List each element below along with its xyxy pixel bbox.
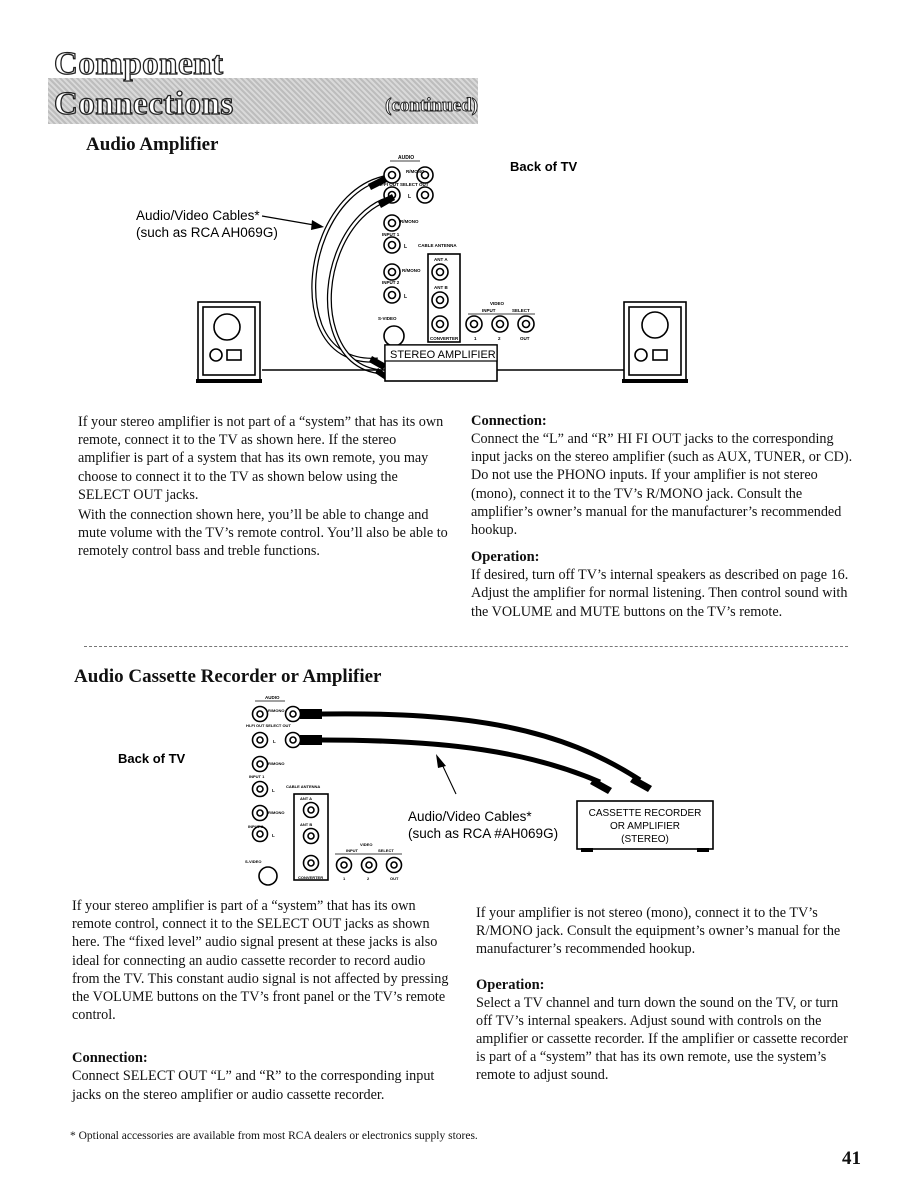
back-of-tv-label: Back of TV [510,159,578,174]
svg-text:R/MONO: R/MONO [402,268,421,273]
cassette-recorder-box [576,800,714,850]
svg-text:INPUT 2: INPUT 2 [382,280,400,285]
footnote: * Optional accessories are available fro… [70,1130,478,1142]
svg-text:L: L [272,788,275,793]
cassette-mono-text: If your amplifier is not stereo (mono), … [476,905,841,958]
svg-text:S-VIDEO: S-VIDEO [245,859,261,864]
page-number: 41 [842,1148,861,1169]
cassette-operation-heading: Operation: [476,976,545,993]
svg-text:R/MONO: R/MONO [268,761,284,766]
svg-text:INPUT 1: INPUT 1 [382,232,400,237]
svg-text:CASSETTE RECORDER: CASSETTE RECORDER [589,808,702,819]
cables-label-2-line2: (such as RCA #AH069G) [408,826,558,841]
svg-text:INPUT 2: INPUT 2 [248,824,264,829]
banner-subtitle: (continued) [385,95,479,117]
section-title-cassette-recorder: Audio Cassette Recorder or Amplifier [74,666,382,687]
svg-text:AUDIO: AUDIO [265,695,280,700]
svg-text:L: L [273,739,276,744]
cables-label-line1: Audio/Video Cables* [136,208,260,223]
cassette-intro-text: If your stereo amplifier is part of a “s… [72,898,449,1024]
section-title-audio-amplifier: Audio Amplifier [86,134,219,155]
svg-text:VIDEO: VIDEO [490,301,505,306]
svg-text:CONVERTER: CONVERTER [298,875,323,880]
left-speaker [197,301,261,381]
svg-text:L: L [404,294,407,300]
back-of-tv-label-2: Back of TV [118,751,186,766]
amplifier-left-text: If your stereo amplifier is not part of … [78,414,448,560]
svg-text:SELECT: SELECT [378,848,394,853]
amplifier-right-text: Connection: Connect the “L” and “R” HI F… [471,413,863,621]
svg-text:1: 1 [474,336,477,341]
svg-text:ANT B: ANT B [300,822,312,827]
svg-text:R/MONO: R/MONO [268,708,284,713]
svg-text:HI-FI OUT SELECT OUT: HI-FI OUT SELECT OUT [378,182,429,187]
svg-text:INPUT: INPUT [482,308,496,313]
svg-text:L: L [404,244,407,250]
svg-text:S-VIDEO: S-VIDEO [378,316,397,321]
svg-text:L: L [408,194,411,200]
svg-text:R/MONO: R/MONO [406,169,425,174]
operation-heading: Operation: [471,549,540,566]
connection-heading: Connection: [471,413,547,429]
svg-text:(STEREO): (STEREO) [621,834,669,845]
svg-text:1: 1 [343,876,346,881]
svg-text:R/MONO: R/MONO [268,810,284,815]
svg-text:R/MONO: R/MONO [400,219,419,224]
cassette-connection-heading: Connection: [72,1050,148,1067]
section-divider [84,646,848,647]
svg-text:CABLE ANTENNA: CABLE ANTENNA [418,243,457,248]
cables-label-2-line1: Audio/Video Cables* [408,809,532,824]
connection-text: Connect the “L” and “R” HI FI OUT jacks … [471,431,853,539]
svg-text:OUT: OUT [390,876,399,881]
svg-text:2: 2 [498,336,501,341]
svg-text:OR AMPLIFIER: OR AMPLIFIER [610,821,680,832]
svg-text:CONVERTER: CONVERTER [430,336,459,341]
svg-text:HI-FI OUT SELECT OUT: HI-FI OUT SELECT OUT [246,723,291,728]
svg-text:L: L [272,833,275,838]
cassette-right-text: If your amplifier is not stereo (mono), … [476,904,856,1085]
stereo-amplifier-label: STEREO AMPLIFIER [390,349,496,361]
svg-text:VIDEO: VIDEO [360,842,372,847]
svg-text:INPUT: INPUT [346,848,359,853]
svg-text:INPUT 1: INPUT 1 [249,774,265,779]
cassette-connection-text: Connect SELECT OUT “L” and “R” to the co… [72,1068,435,1103]
cassette-left-text: If your stereo amplifier is part of a “s… [72,897,456,1104]
cassette-diagram: Back of TV AUDIO R/MONO HI-FI OUT SELECT… [118,695,714,886]
svg-text:ANT A: ANT A [300,796,312,801]
svg-text:2: 2 [367,876,370,881]
svg-text:AUDIO: AUDIO [398,155,414,161]
right-speaker [623,301,687,381]
svg-text:SELECT: SELECT [512,308,530,313]
banner-title: Component Connections [53,45,234,122]
section-banner: Component Connections (continued) [48,45,479,124]
svg-text:ANT B: ANT B [434,285,448,290]
svg-text:OUT: OUT [520,336,530,341]
operation-text: If desired, turn off TV’s internal speak… [471,567,849,620]
svg-text:CABLE ANTENNA: CABLE ANTENNA [286,784,320,789]
svg-text:ANT A: ANT A [434,257,448,262]
cables-label-line2: (such as RCA AH069G) [136,225,278,240]
cassette-operation-text: Select a TV channel and turn down the so… [476,994,848,1084]
amplifier-diagram: Back of TV Audio/Video Cables* (such as … [136,155,688,383]
